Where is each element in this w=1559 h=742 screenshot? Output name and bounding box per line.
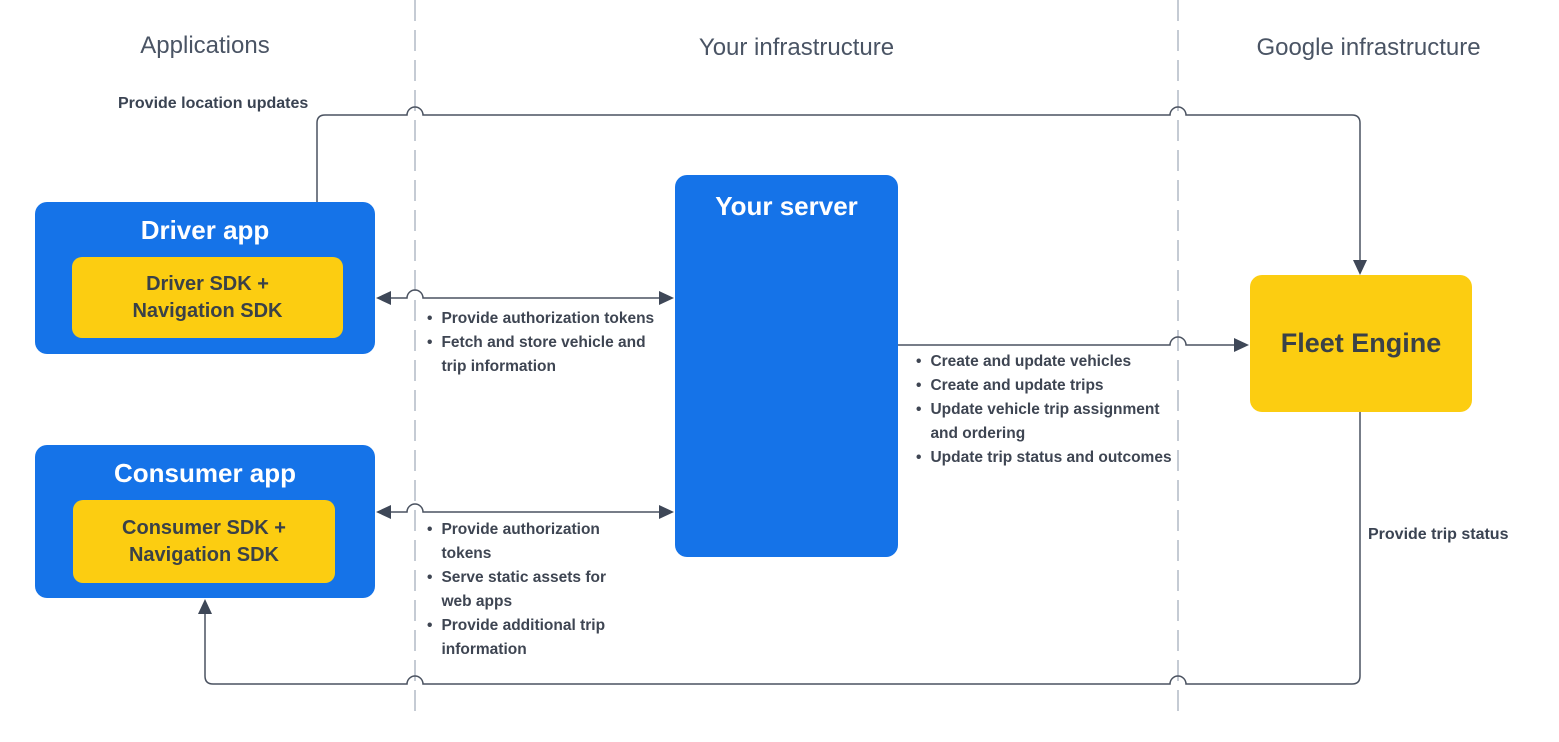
node-your-server: Your server — [675, 175, 898, 557]
list-item: Provide additional trip information — [427, 614, 637, 662]
arrowhead-left-icon — [376, 505, 391, 519]
bullet-list-driver-server: Provide authorization tokens Fetch and s… — [427, 307, 655, 379]
list-item-text: Create and update trips — [930, 377, 1104, 394]
fleet-engine-title: Fleet Engine — [1280, 328, 1442, 358]
list-item: Create and update trips — [916, 374, 1174, 398]
bullet-list-consumer-server: Provide authorization tokens Serve stati… — [427, 518, 637, 662]
list-item: Provide authorization tokens — [427, 307, 655, 331]
node-consumer-app: Consumer app Consumer SDK + Navigation S… — [35, 445, 375, 598]
list-item: Update trip status and outcomes — [916, 446, 1174, 470]
arrowhead-right-icon — [1234, 338, 1249, 352]
list-item-text: Create and update vehicles — [930, 353, 1132, 370]
list-item: Provide authorization tokens — [427, 518, 637, 566]
edge-driver-server — [376, 289, 674, 305]
node-driver-app: Driver app Driver SDK + Navigation SDK — [35, 202, 375, 354]
arrowhead-right-icon — [659, 505, 674, 519]
list-item-text: Provide additional trip information — [441, 617, 606, 658]
list-item-text: Update vehicle trip assignment and order… — [930, 401, 1160, 442]
list-item-text: Fetch and store vehicle and trip informa… — [441, 334, 646, 375]
list-item: Update vehicle trip assignment and order… — [916, 398, 1174, 446]
bullet-list-server-fleet: Create and update vehicles Create and up… — [916, 350, 1174, 470]
lane-heading-applications: Applications — [140, 32, 270, 59]
edge-label-provide-trip-status: Provide trip status — [1368, 526, 1509, 543]
list-item: Serve static assets for web apps — [427, 566, 637, 614]
node-consumer-sdk: Consumer SDK + Navigation SDK — [73, 500, 335, 583]
your-server-title: Your server — [715, 191, 858, 221]
driver-sdk-label: Driver SDK + Navigation SDK — [132, 272, 283, 322]
edge-consumer-server — [376, 503, 674, 519]
list-item-text: Update trip status and outcomes — [930, 449, 1172, 466]
lane-heading-google-infrastructure: Google infrastructure — [1256, 34, 1481, 61]
consumer-sdk-label: Consumer SDK + Navigation SDK — [122, 516, 286, 566]
node-fleet-engine: Fleet Engine — [1250, 275, 1472, 412]
consumer-app-title: Consumer app — [113, 458, 297, 488]
node-driver-sdk: Driver SDK + Navigation SDK — [72, 257, 343, 338]
list-item-text: Provide authorization tokens — [441, 521, 600, 562]
arrowhead-left-icon — [376, 291, 391, 305]
driver-app-title: Driver app — [140, 215, 270, 245]
list-item-text: Provide authorization tokens — [441, 310, 655, 327]
arrowhead-up-icon — [198, 599, 212, 614]
list-item: Fetch and store vehicle and trip informa… — [427, 331, 655, 379]
lane-heading-your-infrastructure: Your infrastructure — [698, 34, 895, 61]
arrowhead-down-icon — [1353, 260, 1367, 275]
list-item-text: Serve static assets for web apps — [441, 569, 607, 610]
list-item: Create and update vehicles — [916, 350, 1174, 374]
edge-label-provide-location-updates: Provide location updates — [118, 95, 309, 112]
arrowhead-right-icon — [659, 291, 674, 305]
